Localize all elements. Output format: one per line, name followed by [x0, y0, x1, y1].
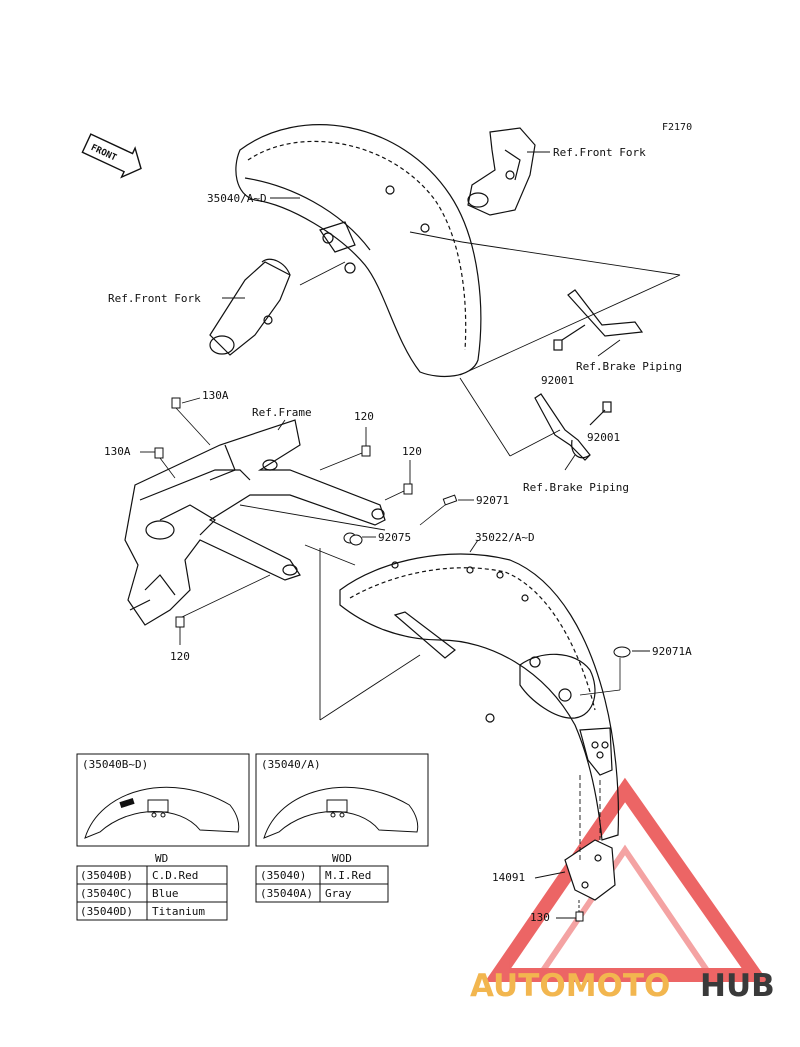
bolt-130 — [575, 911, 584, 922]
variant-box-wod: (35040/A) — [255, 753, 429, 847]
bolt-120-a-label: 120 — [354, 410, 374, 423]
bolt-130a-top-label: 130A — [202, 389, 229, 402]
pin-92071 — [442, 494, 458, 506]
table-row: Blue — [152, 887, 179, 900]
table-row: (35040B) — [80, 869, 133, 882]
cap-92071a — [613, 646, 631, 658]
table-row: Titanium — [152, 905, 205, 918]
watermark-text-part1: AUTOMOTO — [470, 968, 670, 1004]
bracket-14091-label: 14091 — [492, 871, 525, 884]
table-row: (35040) — [260, 869, 306, 882]
rear-fender — [339, 553, 620, 841]
front-fender-label: 35040/A~D — [207, 192, 267, 205]
bolt-120-b-label: 120 — [402, 445, 422, 458]
bolt-130-label: 130 — [530, 911, 550, 924]
ref-front-fork-right-label: Ref.Front Fork — [553, 146, 646, 159]
cap-92071a-label: 92071A — [652, 645, 692, 658]
bolt-130a-left — [154, 447, 164, 459]
table-row: C.D.Red — [152, 869, 198, 882]
part-92075 — [343, 532, 363, 546]
variant-wd-caption: WD — [155, 852, 168, 865]
variant-box-wod-title: (35040/A) — [261, 758, 321, 771]
bolt-130a-top — [171, 397, 181, 409]
variant-box-wd-title: (35040B~D) — [82, 758, 148, 771]
watermark-logo — [484, 777, 769, 982]
bolt-120-c-label: 120 — [170, 650, 190, 663]
bolt-120-b — [403, 483, 413, 495]
table-row: Gray — [325, 887, 352, 900]
bolt-120-c — [175, 616, 185, 628]
variant-table-wd: (35040B) C.D.Red (35040C) Blue (35040D) … — [76, 865, 228, 921]
variant-wod-caption: WOD — [332, 852, 352, 865]
part-92075-label: 92075 — [378, 531, 411, 544]
rear-frame — [124, 419, 386, 626]
front-fender — [235, 124, 482, 378]
front-direction-arrow: FRONT — [81, 133, 142, 179]
brake-piping-clamp-lower — [534, 393, 612, 461]
front-fork-left — [209, 258, 291, 356]
watermark-text: AUTOMOTO HUB — [470, 968, 775, 1004]
front-fork-right — [467, 127, 536, 216]
brake-piping-clamp-upper — [553, 289, 644, 351]
table-row: (35040C) — [80, 887, 133, 900]
diagram-code: F2170 — [662, 122, 692, 133]
table-row: (35040D) — [80, 905, 133, 918]
table-row: (35040A) — [260, 887, 313, 900]
bolt-92001-lower-label: 92001 — [587, 431, 620, 444]
ref-brake-piping-upper-label: Ref.Brake Piping — [576, 360, 682, 373]
ref-brake-piping-lower-label: Ref.Brake Piping — [523, 481, 629, 494]
bolt-92001-upper-label: 92001 — [541, 374, 574, 387]
wd-decal — [119, 797, 135, 809]
variant-table-wod: (35040) M.I.Red (35040A) Gray — [255, 865, 389, 903]
pin-92071-label: 92071 — [476, 494, 509, 507]
rear-fender-label: 35022/A~D — [475, 531, 535, 544]
ref-front-fork-left-label: Ref.Front Fork — [108, 292, 201, 305]
ref-frame-label: Ref.Frame — [252, 406, 312, 419]
variant-box-wd: (35040B~D) — [76, 753, 250, 847]
watermark-text-part2: HUB — [700, 968, 775, 1004]
bolt-130a-left-label: 130A — [104, 445, 131, 458]
table-row: M.I.Red — [325, 869, 371, 882]
bolt-120-a — [361, 445, 371, 457]
bracket-14091 — [564, 839, 616, 901]
